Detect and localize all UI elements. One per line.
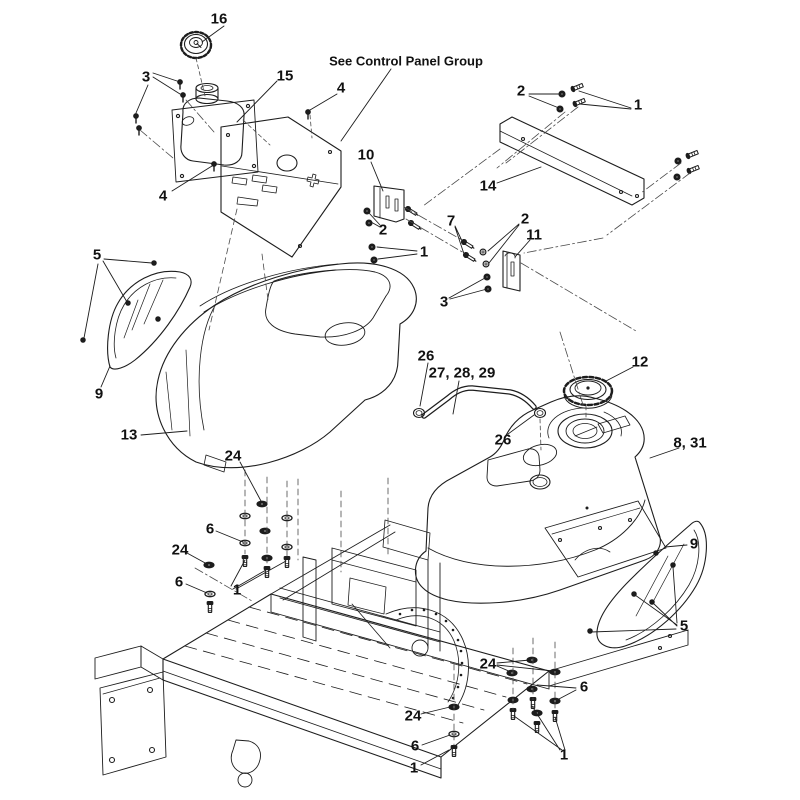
part-callout-5: 5 <box>92 246 102 264</box>
left-fuel-tank-drawing <box>155 262 417 473</box>
part-callout-1: 1 <box>409 759 419 777</box>
hose-fitting-icon <box>412 407 547 419</box>
right-shield-drawing <box>596 520 707 649</box>
part-callout-13: 13 <box>120 426 138 444</box>
support-strip-14-drawing <box>499 116 645 206</box>
leader-lines <box>83 25 688 766</box>
part-callout-2: 2 <box>516 82 526 100</box>
part-callout-10: 10 <box>357 146 375 164</box>
part-callout-4: 4 <box>158 187 168 205</box>
fuel-hose-drawing <box>412 385 547 419</box>
part-callout-24: 24 <box>479 655 497 673</box>
frame-chassis-drawing <box>94 500 689 788</box>
part-callout-1: 1 <box>419 243 429 261</box>
part-callout-2: 2 <box>520 210 530 228</box>
part-callout-6: 6 <box>205 520 215 538</box>
part-callout-1: 1 <box>232 581 242 599</box>
fastener-set-drawing <box>80 78 701 758</box>
part-callout-4: 4 <box>336 79 346 97</box>
part-callout-8-31: 8, 31 <box>673 434 707 452</box>
part-callout-1: 1 <box>633 96 643 114</box>
part-callout-26: 26 <box>417 347 435 365</box>
part-callout-16: 16 <box>210 10 228 28</box>
control-panel-note: See Control Panel Group <box>329 53 483 69</box>
part-callout-9: 9 <box>94 385 104 403</box>
bracket-11-drawing <box>502 250 521 292</box>
part-callout-14: 14 <box>479 177 497 195</box>
control-panel-drawing <box>220 116 342 258</box>
bracket-10-drawing <box>373 185 405 223</box>
fuel-cap-16-drawing <box>179 30 213 60</box>
part-callout-5: 5 <box>679 617 689 635</box>
part-callout-24: 24 <box>171 541 189 559</box>
part-callout-6: 6 <box>579 678 589 696</box>
part-callout-3: 3 <box>439 293 449 311</box>
part-callout-6: 6 <box>410 737 420 755</box>
part-callout-7: 7 <box>446 212 456 230</box>
part-callout-12: 12 <box>631 353 649 371</box>
part-callout-2: 2 <box>378 221 388 239</box>
part-callout-9: 9 <box>689 535 699 553</box>
part-callout-26: 26 <box>494 431 512 449</box>
part-callout-3: 3 <box>141 68 151 86</box>
part-callout-11: 11 <box>526 226 542 244</box>
part-callout-1: 1 <box>559 746 569 764</box>
part-callout-27-28-29: 27, 28, 29 <box>428 364 496 382</box>
fuel-cap-12-drawing <box>562 375 614 409</box>
part-callout-24: 24 <box>224 447 242 465</box>
part-callout-6: 6 <box>174 573 184 591</box>
reservoir-tank-drawing <box>171 82 259 183</box>
part-callout-24: 24 <box>404 707 422 725</box>
right-fuel-tank-drawing <box>414 395 661 604</box>
left-shield-drawing <box>107 270 192 370</box>
part-callout-15: 15 <box>276 67 294 85</box>
